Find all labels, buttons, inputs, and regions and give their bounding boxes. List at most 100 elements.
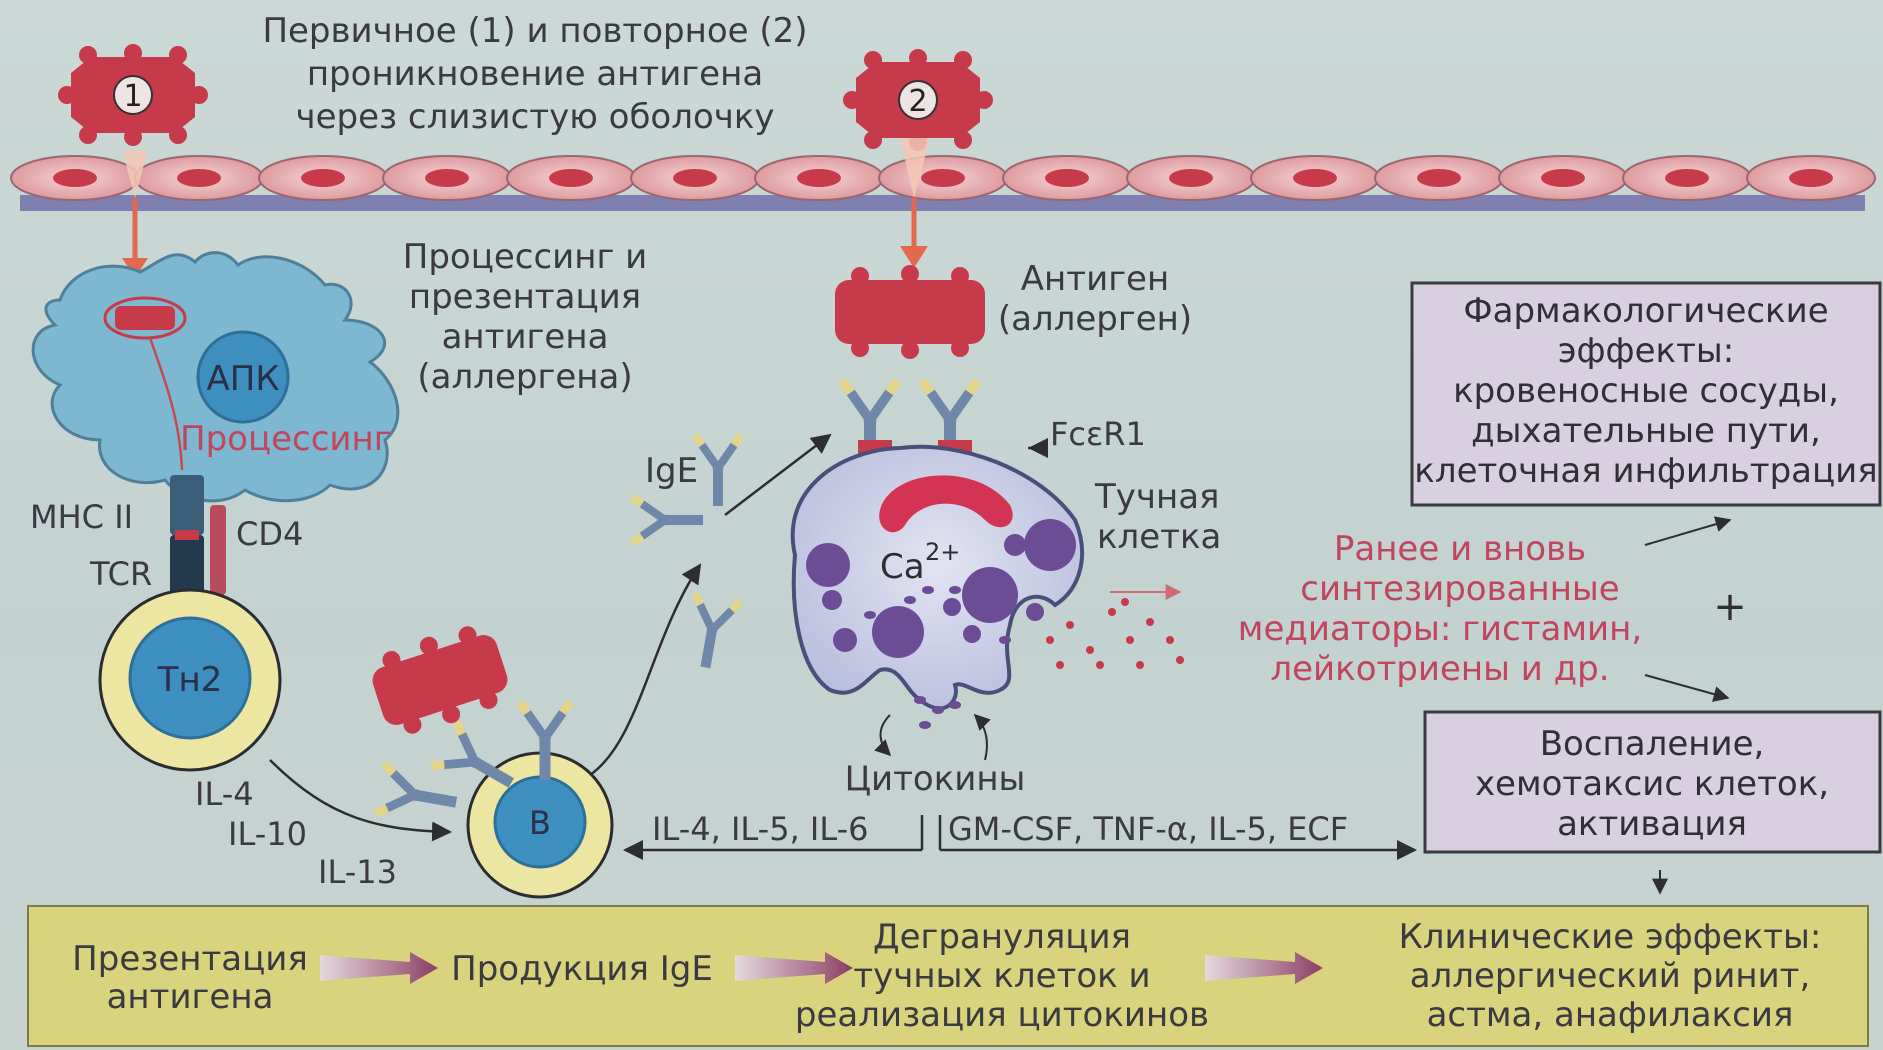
released-mediator-dot	[1136, 661, 1144, 669]
mast-antigen	[835, 265, 985, 359]
flow-step3-line-2: тучных клеток и	[853, 956, 1150, 996]
ige-label: IgE	[645, 451, 698, 491]
cytokines-label: Цитокины	[845, 759, 1026, 799]
epithelium-layer	[11, 156, 1875, 211]
mediators-text: Ранее и вновь синтезированные медиаторы:…	[1238, 529, 1642, 689]
granule	[962, 567, 1018, 623]
il10-label: IL-10	[228, 815, 307, 853]
granule	[806, 543, 850, 587]
epithelial-nucleus	[797, 169, 841, 187]
right-cytokine-label: GM-CSF, TNF-α, IL-5, ECF	[948, 810, 1348, 848]
antibody	[372, 760, 461, 831]
antibody-arm	[943, 388, 974, 427]
mast-label-2: клетка	[1097, 517, 1221, 557]
mediators-line-1: Ранее и вновь	[1334, 529, 1586, 569]
flow-step3-line-1: Дегрануляция	[873, 917, 1131, 957]
released-mediator-dot	[1146, 618, 1154, 626]
epithelial-cell	[383, 156, 511, 200]
il13-label: IL-13	[318, 853, 397, 891]
released-mediator-dot	[1066, 621, 1074, 629]
released-mediator-dot	[1121, 598, 1129, 606]
epithelial-cell	[11, 156, 139, 200]
released-mediators	[1046, 598, 1184, 669]
released-mediator-dot	[1096, 661, 1104, 669]
small-granule	[999, 636, 1011, 644]
granule	[1026, 603, 1044, 621]
processing-caption-1: Процессинг и	[403, 237, 648, 277]
granule	[1024, 519, 1076, 571]
epithelial-cell	[1375, 156, 1503, 200]
cytokine-arrow-right	[975, 715, 987, 760]
processing-caption-3: антигена	[442, 317, 609, 357]
released-mediator-dot	[1046, 636, 1054, 644]
antigen-shape	[369, 631, 511, 728]
small-granule	[922, 586, 934, 594]
epithelial-nucleus	[1169, 169, 1213, 187]
pharm-line-2: эффекты:	[1558, 331, 1734, 371]
mhc-label: MHC II	[30, 498, 133, 536]
antibody-arm	[539, 708, 568, 744]
epithelial-cell	[879, 156, 1007, 200]
mhc-molecule	[170, 475, 204, 535]
th2-cell: Тн2	[100, 590, 280, 770]
mediators-line-3: медиаторы: гистамин,	[1238, 609, 1642, 649]
granule	[963, 625, 981, 643]
mediators-line-2: синтезированные	[1300, 569, 1619, 609]
epithelial-nucleus	[1541, 169, 1585, 187]
epithelial-nucleus	[549, 169, 593, 187]
pharm-line-3: кровеносные сосуды,	[1453, 371, 1839, 411]
epithelial-nucleus	[1045, 169, 1089, 187]
antibody	[680, 591, 744, 672]
epithelial-cell	[1003, 156, 1131, 200]
antibody-stem	[713, 468, 723, 506]
released-mediator-dot	[1126, 636, 1134, 644]
apc-cell: АПК Процессинг	[33, 253, 398, 501]
epithelial-nucleus	[921, 169, 965, 187]
b-cell-antigen	[364, 617, 515, 743]
endosome-antigen	[115, 306, 175, 330]
processing-caption-4: (аллергена)	[417, 357, 632, 397]
released-mediator-dot	[1086, 646, 1094, 654]
antibody-stem	[540, 738, 551, 780]
arrowhead-2	[900, 246, 928, 268]
epithelial-cell	[1499, 156, 1627, 200]
epithelial-cell	[1127, 156, 1255, 200]
antigen-secondary: 2	[843, 49, 993, 151]
epithelial-cell	[1747, 156, 1875, 200]
epithelial-nucleus	[301, 169, 345, 187]
antibody-tip	[431, 760, 445, 770]
antibody-stem	[700, 629, 716, 668]
pharm-line-4: дыхательные пути,	[1471, 411, 1821, 451]
antibody	[630, 494, 703, 546]
antigen-caption-2: (аллерген)	[998, 299, 1192, 339]
flow-step4-line-2: аллергический ринит,	[1410, 956, 1811, 996]
inflammation-line-3: активация	[1557, 804, 1747, 844]
cd4-molecule	[210, 505, 226, 595]
top-caption-line-3: через слизистую оболочку	[296, 97, 775, 137]
bottom-flow-band: Презентация антигена Продукция IgE Дегра…	[28, 906, 1868, 1046]
flow-step4-line-3: астма, анафилаксия	[1427, 995, 1794, 1035]
pharm-line-5: клеточная инфильтрация	[1414, 451, 1877, 491]
released-mediator-dot	[1056, 661, 1064, 669]
epithelial-nucleus	[673, 169, 717, 187]
peptide	[175, 530, 199, 540]
epithelial-cell	[631, 156, 759, 200]
flow-step4-line-1: Клинические эффекты:	[1399, 917, 1822, 957]
b-to-ige-arrow	[590, 565, 700, 775]
small-granule	[949, 586, 961, 594]
antibody-stem	[665, 515, 703, 525]
small-granule	[949, 701, 961, 709]
pharm-line-1: Фармакологические	[1463, 291, 1828, 331]
cytokine-arrow-left	[881, 715, 890, 755]
th2-label: Тн2	[157, 660, 223, 700]
epithelial-nucleus	[425, 169, 469, 187]
granule	[872, 606, 924, 658]
epithelial-nucleus	[1417, 169, 1461, 187]
pharmacological-box: Фармакологические эффекты: кровеносные с…	[1412, 283, 1880, 505]
marker-2: 2	[908, 84, 927, 119]
to-inflammation-arrow	[1645, 675, 1728, 698]
to-pharm-arrow	[1645, 520, 1730, 545]
epithelial-cell	[507, 156, 635, 200]
small-granule	[904, 596, 916, 604]
